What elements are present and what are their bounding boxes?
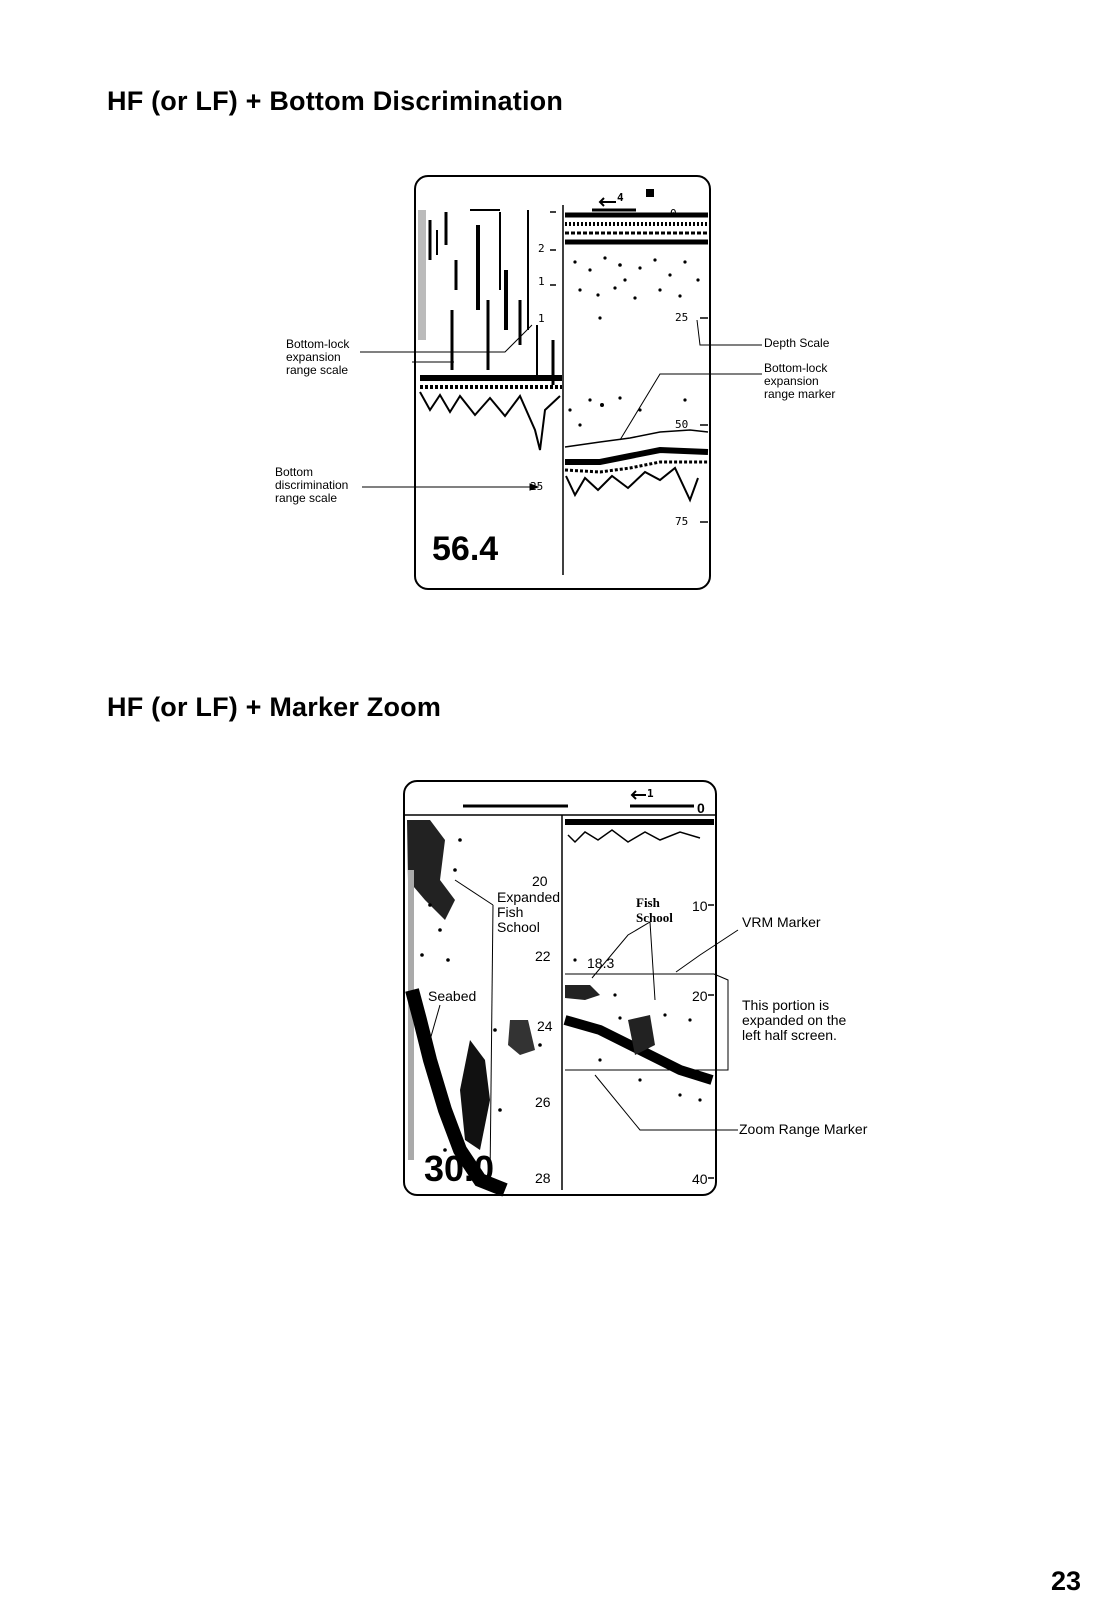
depth-tick: 75 xyxy=(675,515,688,528)
left-tick: 2 xyxy=(538,242,545,255)
right-tick-2: 0 xyxy=(697,800,705,816)
zoom-indicator-2: 1 xyxy=(647,787,654,800)
label-fish-school: Fish School xyxy=(636,895,673,925)
label-vrm-marker: VRM Marker xyxy=(742,915,821,930)
label-bottom-lock-marker: Bottom-lock expansion range marker xyxy=(764,362,835,401)
label-seabed: Seabed xyxy=(428,989,476,1004)
depth-tick: 50 xyxy=(675,418,688,431)
right-tick-2: 20 xyxy=(692,988,708,1004)
section-title-marker-zoom: HF (or LF) + Marker Zoom xyxy=(107,692,441,723)
depth-tick: 25 xyxy=(675,311,688,324)
label-zoom-range-marker: Zoom Range Marker xyxy=(739,1122,867,1137)
left-tick-2: 24 xyxy=(537,1018,553,1034)
leader-lines-1 xyxy=(360,320,762,490)
right-tick-2: 40 xyxy=(692,1171,708,1187)
label-portion-note: This portion is expanded on the left hal… xyxy=(742,998,846,1043)
left-tick: 25 xyxy=(530,480,543,493)
depth-readout-2: 30.0 xyxy=(424,1148,494,1190)
label-bottom-discrimination: Bottom discrimination range scale xyxy=(275,466,348,505)
left-tick: 1 xyxy=(538,312,545,325)
depth-scale-ticks xyxy=(550,212,708,522)
left-tick: 1 xyxy=(538,275,545,288)
left-tick-2: 26 xyxy=(535,1094,551,1110)
vrm-value: 18.3 xyxy=(587,955,614,971)
page-number: 23 xyxy=(1051,1566,1081,1597)
right-tick-2: 10 xyxy=(692,898,708,914)
zoom-indicator: 4 xyxy=(617,191,624,204)
label-expanded-fish-school: Expanded Fish School xyxy=(497,890,560,935)
left-tick-2: 22 xyxy=(535,948,551,964)
left-tick-2: 20 xyxy=(532,873,548,889)
label-bottom-lock-scale: Bottom-lock expansion range scale xyxy=(286,338,349,377)
right-echogram xyxy=(565,215,708,500)
depth-tick: 0 xyxy=(670,207,677,220)
left-tick-2: 28 xyxy=(535,1170,551,1186)
label-depth-scale: Depth Scale xyxy=(764,337,829,350)
depth-readout: 56.4 xyxy=(432,530,498,569)
